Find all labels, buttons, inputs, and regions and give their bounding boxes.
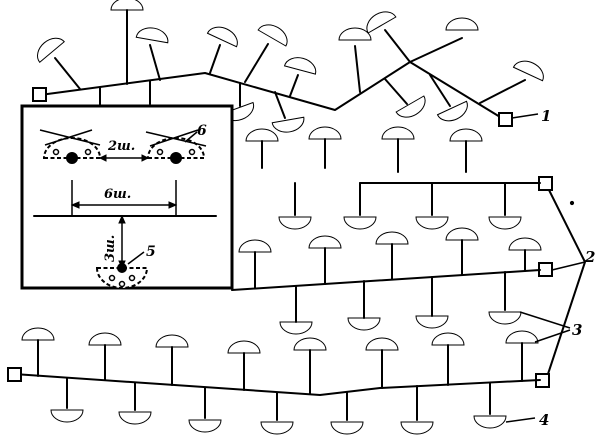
callout-5 <box>127 251 145 265</box>
callout-6 <box>184 131 198 143</box>
dim-label-2sh: 2ш. <box>107 139 135 154</box>
dim-label-6sh: 6ш. <box>104 187 131 202</box>
ref-label-5: 5 <box>146 244 156 260</box>
top-left-valve <box>32 87 47 102</box>
row-b: 3 <box>231 227 582 343</box>
callout-3a <box>519 311 571 329</box>
row-c-sprinklers <box>21 327 539 435</box>
stray-dot <box>569 200 575 206</box>
feeder-line: 2 <box>535 176 595 388</box>
ref-label-2: 2 <box>584 248 595 266</box>
inset-sprinkler-left <box>39 129 102 164</box>
callout-1 <box>511 113 539 119</box>
dim-label-3sh: 3ш. <box>103 235 118 262</box>
callout-2 <box>551 261 586 271</box>
valve-row-b <box>538 262 553 277</box>
feeder-pipe <box>545 183 586 381</box>
row-a <box>245 126 541 230</box>
dimension-6sh: 6ш. <box>70 180 178 215</box>
row-a-sprinklers <box>245 126 522 230</box>
ref-label-3: 3 <box>572 321 582 339</box>
valve-row-a <box>538 176 553 191</box>
inset-sprinkler-right <box>145 129 207 164</box>
ref-label-4: 4 <box>539 411 549 429</box>
inset-frame <box>20 104 234 290</box>
dimension-2sh: 2ш. <box>98 139 150 162</box>
row-c-left-valve <box>7 367 22 382</box>
ref-label-1: 1 <box>541 107 551 125</box>
dimension-3sh: 3ш. <box>103 214 126 270</box>
top-pipeline: 1 <box>31 0 551 136</box>
callout-3b <box>534 329 571 343</box>
row-c: 4 <box>7 327 549 435</box>
top-right-valve <box>498 112 513 127</box>
row-c-pipe <box>13 373 541 396</box>
row-b-sprinklers <box>238 227 542 335</box>
callout-4 <box>505 417 536 423</box>
ref-label-6: 6 <box>197 123 207 139</box>
inset-sprinkler-lower <box>95 263 149 289</box>
row-b-pipe <box>231 269 541 291</box>
detail-inset: 6 2ш. 6ш. 3ш. <box>20 104 234 290</box>
